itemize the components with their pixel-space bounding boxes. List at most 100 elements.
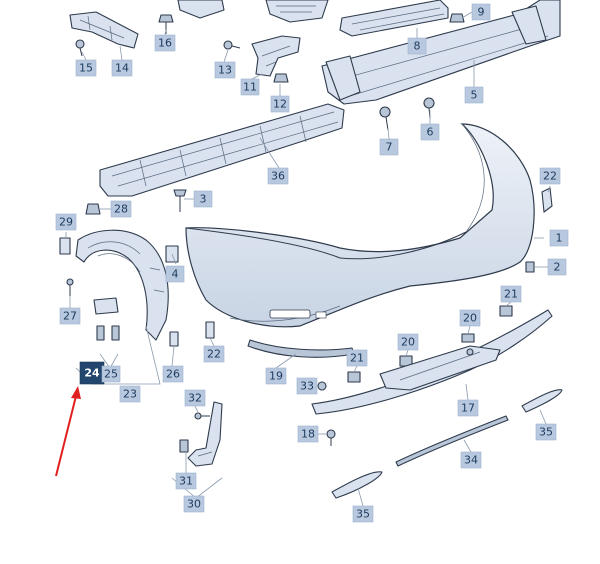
svg-text:1: 1 [556, 232, 563, 245]
label-20a: 20 [397, 333, 419, 351]
part-bolts-25 [93, 297, 120, 341]
label-11: 11 [240, 78, 260, 96]
label-28: 28 [110, 200, 132, 218]
svg-text:22: 22 [207, 348, 221, 361]
svg-text:33: 33 [300, 380, 314, 393]
svg-text:35: 35 [356, 508, 370, 521]
svg-text:29: 29 [59, 216, 73, 229]
label-36: 36 [267, 167, 289, 185]
svg-text:28: 28 [114, 203, 128, 216]
part-bracket-11 [251, 35, 301, 77]
svg-text:27: 27 [63, 310, 77, 323]
part-bracket-14 [69, 11, 139, 49]
part-wheelhousing-liner-23 [75, 229, 169, 341]
label-13: 13 [214, 61, 236, 79]
label-31: 31 [175, 472, 197, 490]
part-absorber-36 [99, 103, 345, 197]
part-bumper-cover-1 [185, 123, 535, 328]
label-17: 17 [457, 399, 479, 417]
part-clip-31 [179, 439, 189, 453]
leader-lines [65, 11, 551, 507]
part-screw-7 [379, 106, 391, 131]
svg-text:35: 35 [539, 426, 553, 439]
part-screw-18 [326, 429, 336, 446]
label-35b: 35 [352, 505, 374, 523]
svg-text:19: 19 [269, 370, 283, 383]
label-27: 27 [59, 307, 81, 325]
svg-text:32: 32 [188, 392, 202, 405]
label-14: 14 [111, 59, 133, 77]
svg-text:17: 17 [461, 402, 475, 415]
svg-text:30: 30 [187, 498, 201, 511]
part-screw-13 [223, 40, 241, 50]
part-mudflap-30 [187, 401, 223, 467]
label-20b: 20 [459, 309, 481, 327]
part-trim-strip-19 [247, 339, 355, 358]
svg-text:36: 36 [271, 170, 285, 183]
part-clip-21b [499, 305, 513, 317]
label-22a: 22 [539, 167, 561, 185]
label-34: 34 [460, 451, 482, 469]
part-bracket-22-left [205, 321, 215, 339]
svg-text:7: 7 [386, 141, 393, 154]
label-21b: 21 [500, 285, 522, 303]
label-22b: 22 [203, 345, 225, 363]
part-reflector-35b [331, 471, 383, 499]
label-23: 23 [119, 385, 141, 403]
svg-text:20: 20 [463, 312, 477, 325]
part-beam-5 [321, 0, 561, 105]
svg-text:26: 26 [166, 368, 180, 381]
label-21a: 21 [346, 349, 368, 367]
svg-text:21: 21 [350, 352, 364, 365]
part-nut-28 [85, 203, 101, 215]
svg-text:8: 8 [414, 40, 421, 53]
label-18: 18 [297, 425, 319, 443]
label-33: 33 [296, 377, 318, 395]
label-29: 29 [55, 213, 77, 231]
label-1: 1 [549, 229, 569, 247]
svg-text:11: 11 [243, 81, 257, 94]
svg-text:16: 16 [158, 37, 172, 50]
part-screw-15 [75, 39, 85, 57]
label-24[interactable]: 24 [79, 361, 105, 385]
part-strip-34 [395, 415, 509, 467]
part-screw-6 [423, 97, 435, 119]
svg-text:12: 12 [273, 98, 287, 111]
part-clip-3 [173, 189, 187, 212]
svg-text:31: 31 [179, 475, 193, 488]
svg-text:20: 20 [401, 336, 415, 349]
svg-text:4: 4 [172, 268, 179, 281]
label-26: 26 [162, 365, 184, 383]
label-2: 2 [547, 258, 567, 276]
svg-text:21: 21 [504, 288, 518, 301]
part-screw-27 [66, 278, 74, 296]
part-diffuser-17 [311, 309, 553, 415]
part-nut-12 [273, 73, 289, 83]
label-32: 32 [184, 389, 206, 407]
svg-text:18: 18 [301, 428, 315, 441]
part-nut-9 [449, 13, 465, 23]
label-4: 4 [165, 265, 185, 283]
svg-text:9: 9 [478, 6, 485, 19]
label-12: 12 [270, 95, 290, 113]
part-reflector-35a [521, 389, 563, 413]
part-plate-29 [59, 237, 71, 255]
label-6: 6 [420, 123, 440, 141]
part-frame-top [177, 0, 329, 23]
label-8: 8 [407, 37, 427, 55]
label-19: 19 [265, 367, 287, 385]
part-screw-32 [194, 412, 210, 420]
svg-text:22: 22 [543, 170, 557, 183]
pointer-arrow [55, 386, 81, 477]
label-25: 25 [101, 365, 121, 383]
label-16: 16 [154, 34, 176, 52]
label-35a: 35 [535, 423, 557, 441]
svg-text:34: 34 [464, 454, 478, 467]
svg-text:6: 6 [427, 126, 434, 139]
part-screw-33 [317, 381, 327, 391]
label-5: 5 [464, 86, 484, 104]
part-clip-26 [169, 331, 179, 347]
label-9: 9 [471, 3, 491, 21]
